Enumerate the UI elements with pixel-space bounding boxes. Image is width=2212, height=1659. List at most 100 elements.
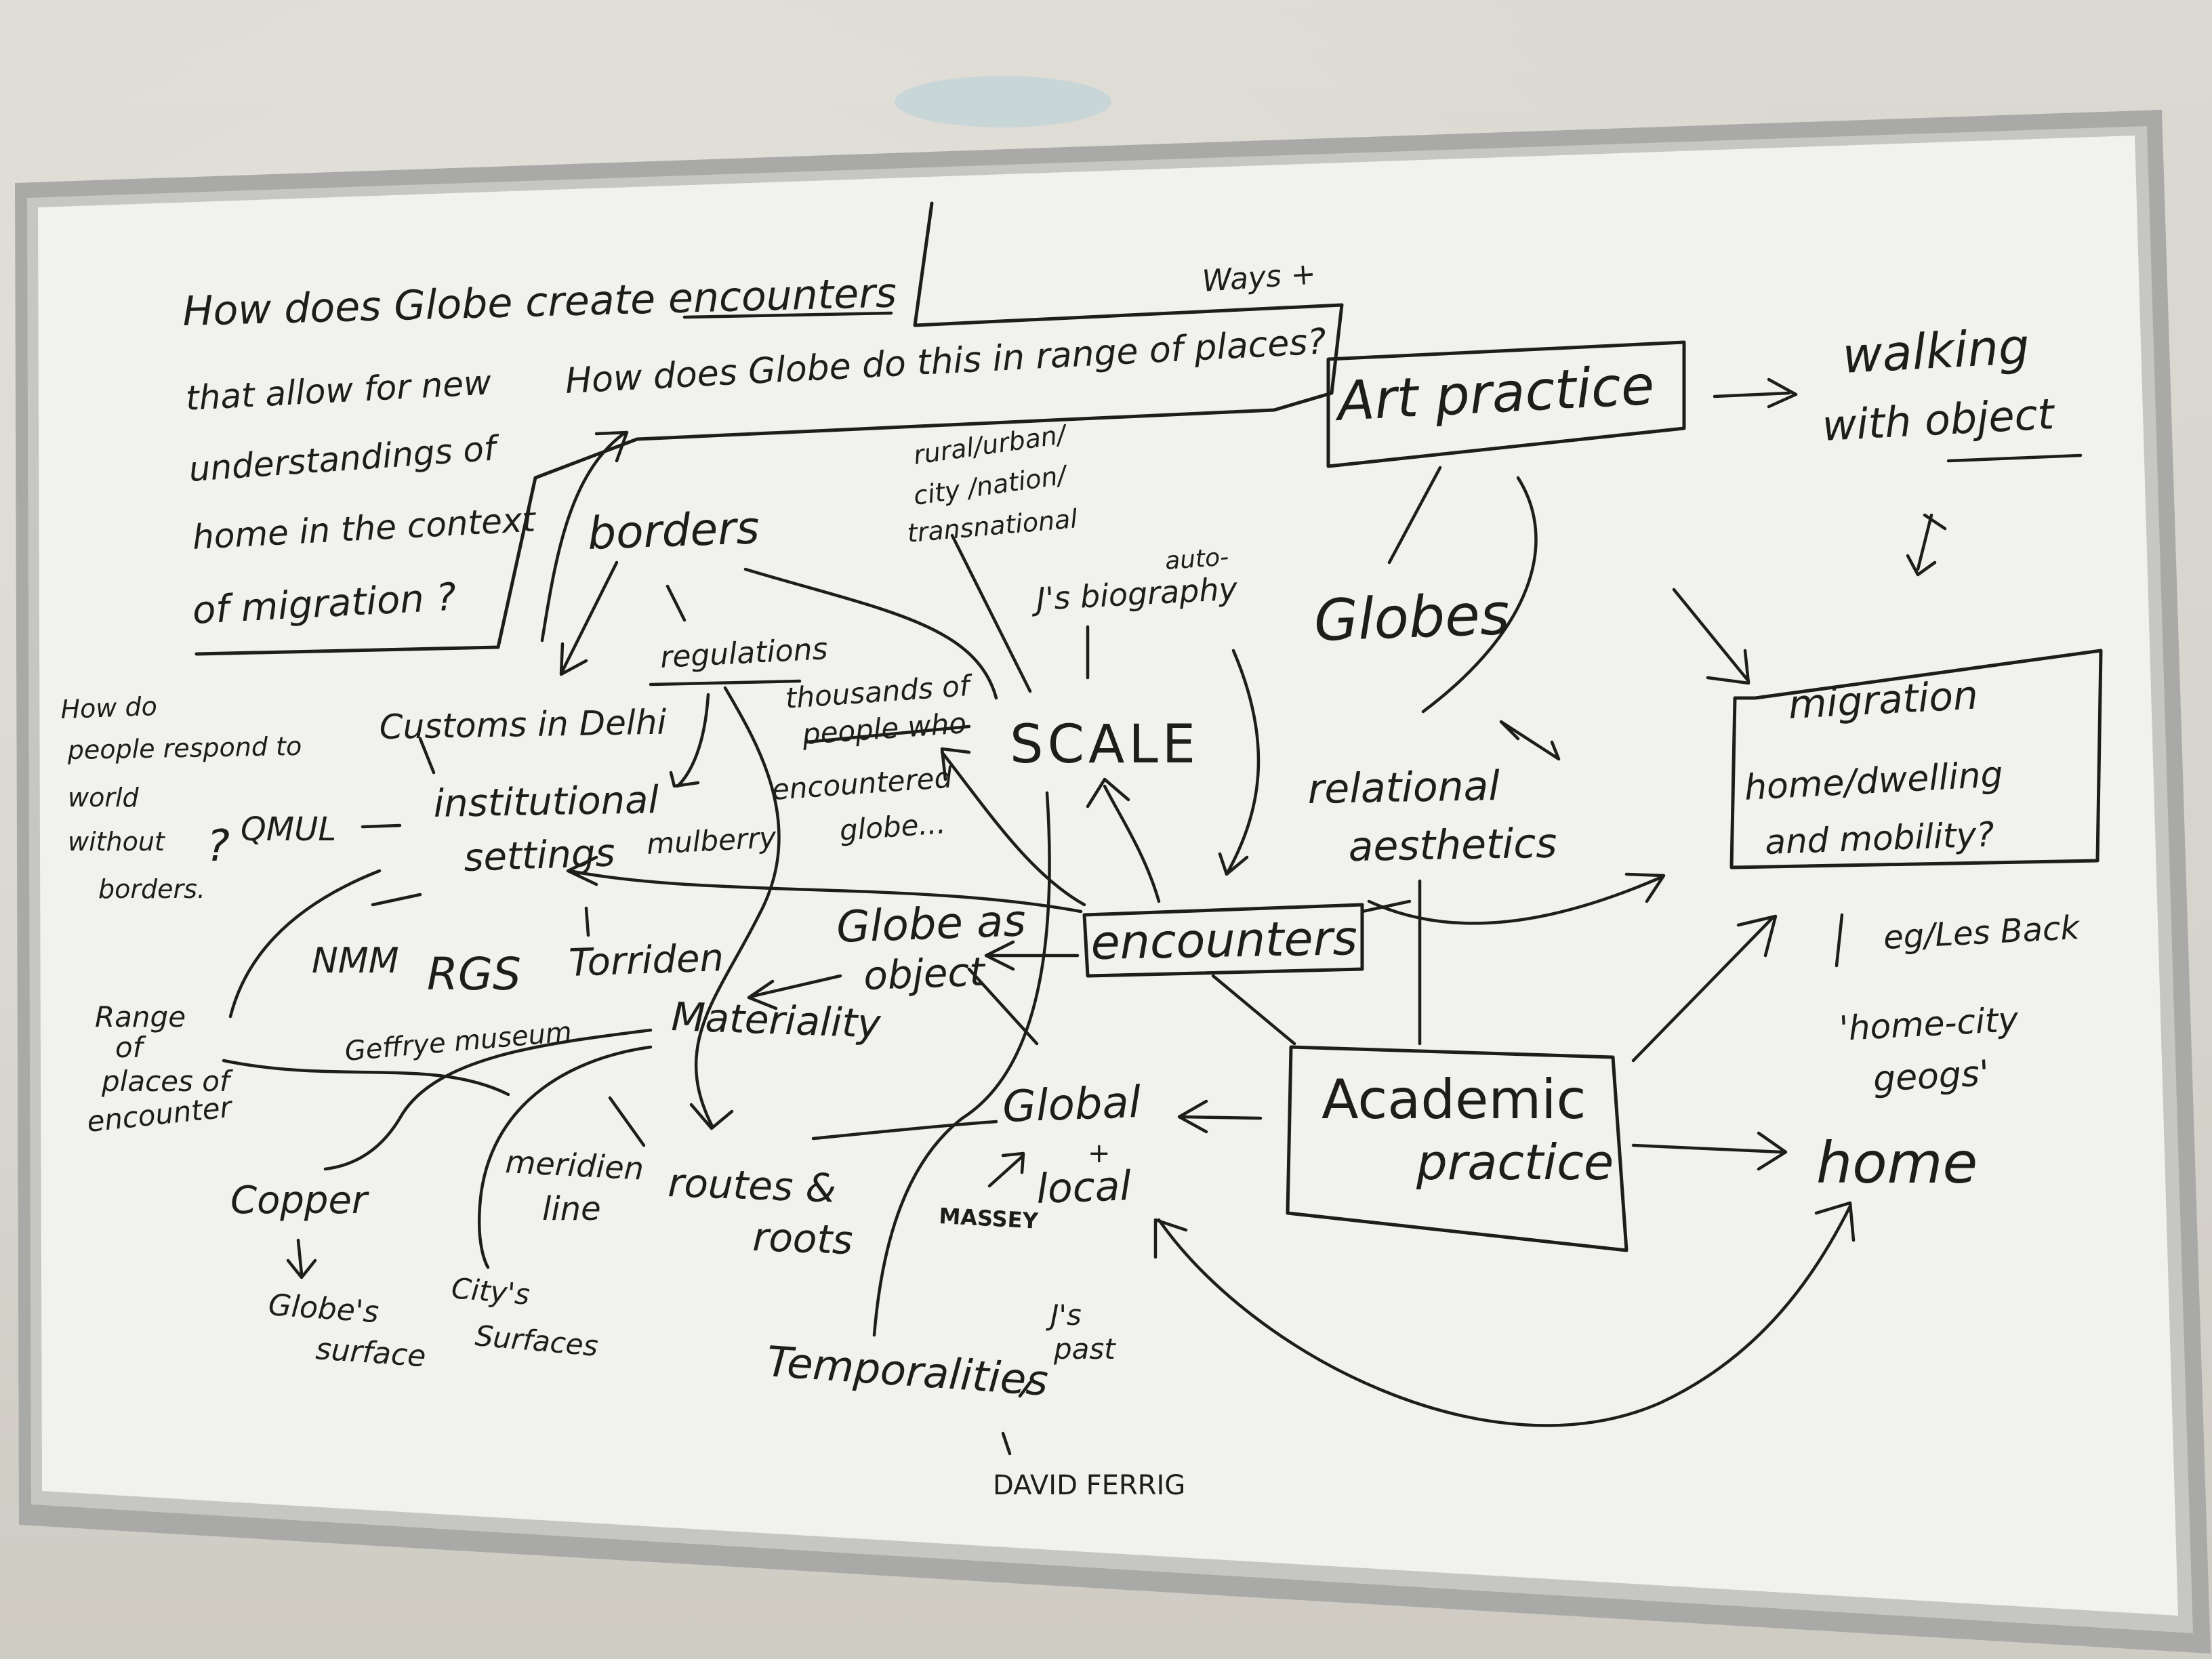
line-materiality-cities	[477, 1045, 653, 1269]
art-practice-box	[1326, 340, 1686, 468]
line-qmul-settings	[361, 823, 402, 829]
line-customs-settings	[418, 737, 436, 775]
torriden-label: Torriden	[568, 936, 724, 985]
connector-lines	[194, 201, 2103, 1456]
js-past-line-2: past	[1053, 1332, 1116, 1366]
globe-as-label: Globe as	[836, 896, 1027, 953]
scale-label: SCALE	[1010, 714, 1200, 775]
object-underline	[1946, 453, 2083, 463]
routes-label: routes &	[668, 1160, 838, 1212]
line-scale-temporalities	[872, 791, 1051, 1337]
line-borders-regulations	[665, 584, 687, 622]
range-line-3: places of	[101, 1065, 234, 1098]
encountered-line-2: globe...	[838, 806, 947, 847]
line-eg	[1835, 913, 1844, 968]
roots-label: roots	[752, 1214, 854, 1263]
settings-label: settings	[463, 831, 615, 880]
how-do-line-3: world	[68, 783, 140, 813]
how-do-question-mark: ?	[207, 821, 230, 872]
rgs-label: RGS	[427, 948, 521, 1000]
line-settings-range	[228, 869, 382, 1019]
line-encounters-academic	[1211, 974, 1296, 1046]
materiality-label: Materiality	[671, 994, 882, 1047]
customs-label: Customs in Delhi	[379, 703, 667, 747]
arrow-relational-migration	[1367, 872, 1666, 925]
line-art-relational	[1421, 476, 1538, 714]
academic-practice-box	[1286, 1045, 1629, 1252]
object-label: object	[863, 949, 987, 999]
how-do-line-2: people respond to	[66, 731, 302, 765]
line-art-globes	[1387, 466, 1442, 565]
arrow-global-home	[1153, 1201, 1856, 1427]
ways-plus: Ways +	[1201, 256, 1317, 299]
line-settings-torriden	[584, 906, 590, 937]
arrow-regulations-routes	[689, 686, 781, 1130]
line-borders-scale	[743, 567, 998, 700]
line-rural-scale	[950, 533, 1032, 693]
arrow-academic-migration	[1631, 914, 1778, 1063]
relational-label: relational	[1307, 762, 1500, 813]
plus-label: +	[1088, 1138, 1111, 1169]
local-label: local	[1036, 1162, 1132, 1213]
arrow-encounters-settings	[566, 855, 1083, 914]
arrow-regulations-settings	[669, 693, 710, 788]
auto-label: auto-	[1164, 544, 1230, 575]
globes-label: Globes	[1313, 581, 1511, 654]
arrow-borders-question	[540, 430, 629, 642]
arrow-relational-globes	[1499, 720, 1561, 761]
arrow-walking-migration	[1906, 513, 1947, 577]
question-box	[194, 201, 1344, 656]
geogs-label: geogs'	[1872, 1053, 1990, 1100]
line-range-meridien	[222, 1059, 510, 1097]
and-mobility-label: and mobility?	[1764, 815, 1994, 862]
globes-surface-line-2: surface	[314, 1332, 427, 1374]
how-do-line-5: borders.	[98, 874, 205, 904]
encounters-label: encounters	[1090, 910, 1358, 970]
arrow-globeobject-materiality	[747, 974, 842, 1010]
qmul-label: QMUL	[241, 811, 336, 848]
migration-box	[1729, 649, 2103, 869]
arrow-massey-global	[987, 1151, 1025, 1188]
arrow-encounters-globeobject	[984, 940, 1080, 971]
arrow-encounters-biography	[1218, 649, 1261, 876]
line-label: line	[542, 1190, 601, 1228]
global-label: Global	[1002, 1078, 1142, 1132]
home-label: home	[1816, 1130, 1978, 1196]
borders-label: borders	[587, 501, 760, 560]
range-line-2: of	[115, 1031, 147, 1064]
practice-label: practice	[1416, 1134, 1614, 1191]
david-ferrig-label: DAVID FERRIG	[993, 1470, 1185, 1501]
arrow-academic-global	[1177, 1099, 1263, 1134]
range-line-1: Range	[95, 1000, 186, 1033]
nmm-label: NMM	[312, 941, 399, 981]
aesthetics-label: aesthetics	[1348, 820, 1557, 871]
arrow-art-walking	[1713, 377, 1798, 409]
arrow-art-migration	[1672, 588, 1750, 685]
arrow-encounters-thousands	[940, 747, 1086, 907]
walking-label: walking	[1841, 318, 2030, 384]
line-routes-global	[811, 1120, 998, 1141]
migration-label: migration	[1787, 672, 1979, 728]
arrow-borders-customs	[559, 560, 619, 676]
academic-label: Academic	[1322, 1068, 1586, 1131]
citys-line-1: City's	[450, 1271, 531, 1311]
regulations-underline	[649, 679, 802, 687]
arrow-academic-home	[1631, 1131, 1788, 1171]
thousands-underline	[804, 724, 971, 744]
line-temporalities-david	[1001, 1431, 1012, 1456]
globes-surface-line-1: Globe's	[267, 1288, 380, 1330]
meridien-label: meridien	[504, 1143, 644, 1187]
mulberry-label: mulberry	[646, 821, 778, 861]
question-underline	[682, 311, 893, 319]
line-meridien-routes	[608, 1096, 646, 1147]
line-settings-nmm	[371, 893, 422, 907]
encounters-box	[1082, 903, 1364, 978]
how-do-line-1: How do	[60, 691, 158, 724]
home-city-label: 'home-city	[1839, 1000, 2020, 1048]
how-do-line-4: without	[68, 827, 166, 857]
line-temporalities-jspast	[1018, 1380, 1032, 1398]
js-past-line-1: J's	[1046, 1298, 1082, 1332]
arrow-copper-surface	[286, 1238, 317, 1279]
line-materiality-copper	[323, 1028, 653, 1171]
